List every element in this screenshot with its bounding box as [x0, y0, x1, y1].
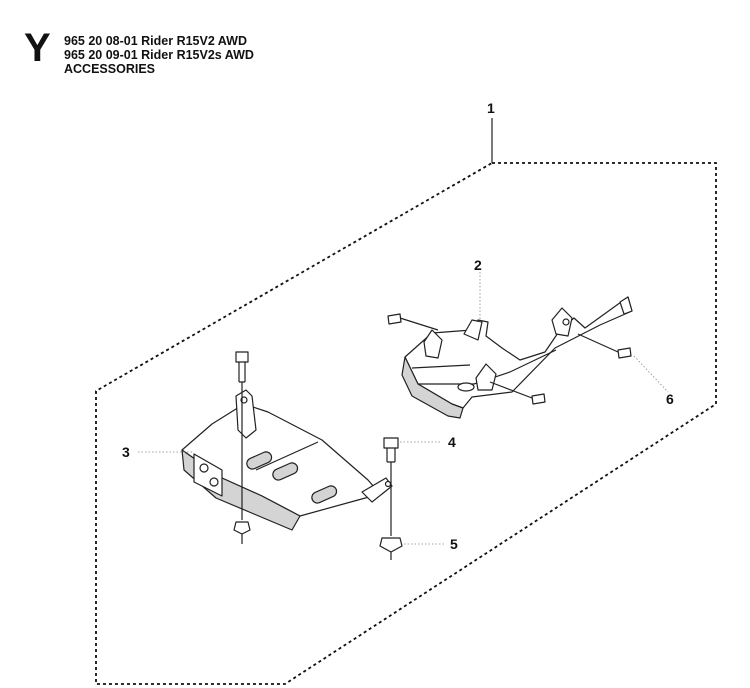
callout-6[interactable]: 6 — [666, 391, 674, 407]
section-letter: Y — [24, 26, 51, 70]
part-nut[interactable] — [379, 537, 403, 560]
model-line-2: 965 20 09-01 Rider R15V2s AWD — [64, 48, 254, 62]
assembly-boundary — [95, 162, 717, 685]
category-title: ACCESSORIES — [64, 62, 155, 76]
diagram-header: 965 20 08-01 Rider R15V2 AWD 965 20 09-0… — [64, 34, 254, 76]
callout-5[interactable]: 5 — [450, 536, 458, 552]
callout-3[interactable]: 3 — [122, 444, 130, 460]
part-front-bracket[interactable] — [181, 389, 393, 531]
part-rear-bracket[interactable] — [387, 296, 633, 419]
callout-1[interactable]: 1 — [487, 100, 495, 116]
model-line-1: 965 20 08-01 Rider R15V2 AWD — [64, 34, 247, 48]
callout-4[interactable]: 4 — [448, 434, 456, 450]
part-bolt[interactable] — [383, 437, 399, 536]
bolt-front-vertical — [233, 351, 251, 544]
callout-2[interactable]: 2 — [474, 257, 482, 273]
